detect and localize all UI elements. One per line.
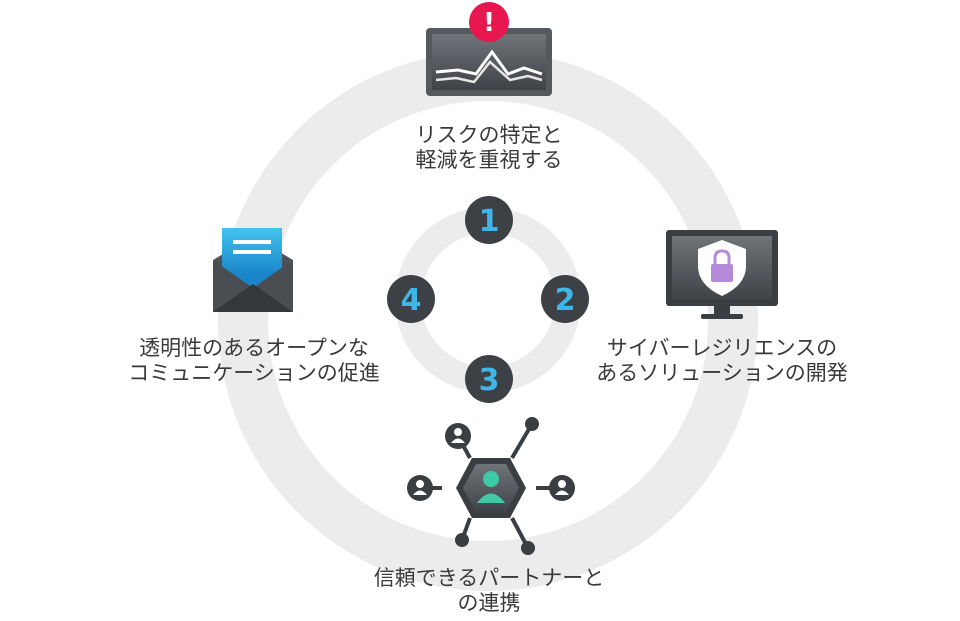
risk-chart-alert-icon: ! [426, 2, 552, 96]
step-3-label: 信頼できるパートナーと の連携 [354, 566, 624, 616]
step-3-badge: 3 [465, 355, 513, 403]
svg-text:!: ! [483, 8, 495, 38]
person-node-left [407, 475, 433, 501]
svg-text:3: 3 [479, 363, 500, 398]
monitor-shield-lock-icon [666, 230, 778, 319]
step-3-line-2: の連携 [457, 591, 521, 615]
svg-text:4: 4 [401, 283, 422, 318]
step-4-line-1: 透明性のあるオープンな [139, 336, 369, 360]
svg-text:2: 2 [555, 283, 576, 318]
step-1-line-2: 軽減を重視する [415, 148, 563, 172]
step-1-label: リスクの特定と 軽減を重視する [389, 123, 589, 173]
step-2-badge: 2 [541, 275, 589, 323]
svg-text:1: 1 [479, 204, 500, 239]
step-4-label: 透明性のあるオープンな コミュニケーションの促進 [104, 336, 404, 386]
person-node-right [549, 475, 575, 501]
person-node-top [445, 423, 471, 449]
step-3-line-1: 信頼できるパートナーと [373, 566, 605, 590]
mail-envelope-icon [213, 228, 293, 312]
step-2-label: サイバーレジリエンスの あるソリューションの開発 [582, 336, 862, 386]
step-4-badge: 4 [387, 275, 435, 323]
step-2-line-2: あるソリューションの開発 [596, 361, 848, 385]
step-4-line-2: コミュニケーションの促進 [128, 361, 380, 385]
step-2-line-1: サイバーレジリエンスの [606, 336, 838, 360]
step-1-line-1: リスクの特定と [415, 123, 563, 147]
network-people-hexagon-icon [407, 417, 575, 555]
step-1-badge: 1 [465, 196, 513, 244]
